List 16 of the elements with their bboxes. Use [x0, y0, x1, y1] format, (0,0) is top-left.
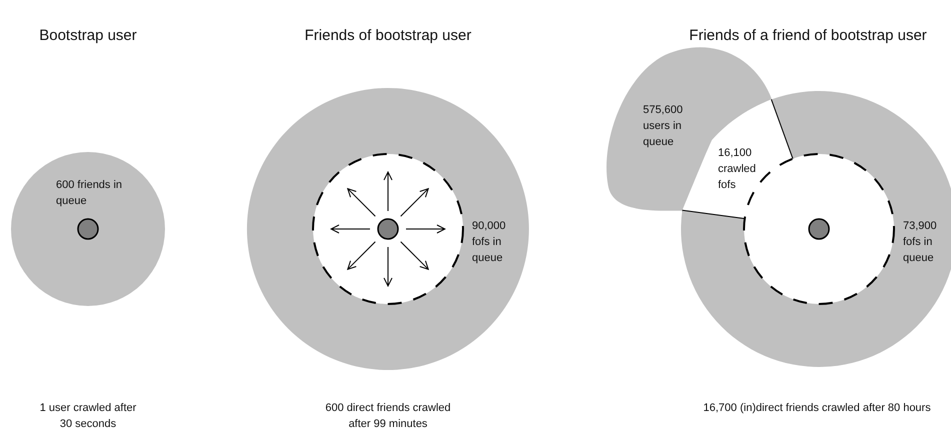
- node-text: 600 friends in queue: [56, 178, 124, 209]
- caption: 1 user crawled after 30 seconds: [38, 401, 138, 432]
- queue-disk: [11, 152, 165, 306]
- panel-title: Friends of a friend of bootstrap user: [688, 27, 928, 45]
- node-text: 16,100 crawled fofs: [718, 146, 757, 193]
- panel-title: Friends of bootstrap user: [304, 27, 472, 45]
- node-text: 73,900 fofs in queue: [903, 219, 938, 266]
- caption: 600 direct friends crawled after 99 minutes: [324, 401, 452, 432]
- user-dot: [77, 218, 99, 240]
- queue-ring: [247, 88, 529, 370]
- node-text: 575,600 users in queue: [643, 103, 684, 150]
- caption: 16,700 (in)direct friends crawled after 80 hours: [702, 401, 932, 416]
- user-dot: [808, 218, 830, 240]
- node-text: 90,000 fofs in queue: [472, 219, 507, 266]
- user-dot: [377, 218, 399, 240]
- panel-title: Bootstrap user: [38, 27, 138, 45]
